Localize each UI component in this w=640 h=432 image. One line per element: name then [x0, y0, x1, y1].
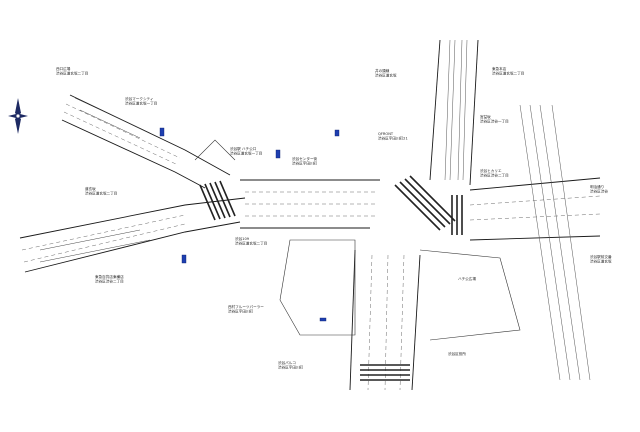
bus-stop-marker [319, 317, 327, 322]
map-label: 西村フルーツパーラー渋谷区宇田川町 [228, 304, 264, 313]
map-label: 井の頭線渋谷区道玄坂 [375, 68, 397, 77]
map-label: 渋谷区役所 [448, 351, 466, 356]
building-block [194, 139, 521, 341]
bus-stop-marker [181, 254, 187, 264]
map-label: 東急本店渋谷区道玄坂二丁目 [492, 66, 524, 75]
compass-rose-icon [8, 98, 28, 134]
map-label: 渋谷駅前交番渋谷区道玄坂 [590, 254, 612, 263]
bus-stop-marker [159, 127, 165, 137]
map-label: ハチ公広場 [458, 276, 476, 281]
map-label: 明治通り渋谷区渋谷 [590, 184, 608, 193]
road-center [240, 179, 380, 229]
road-north [429, 39, 479, 186]
railway-east [519, 104, 591, 381]
map-label: 渋谷駅 ハチ公口渋谷区道玄坂一丁目 [230, 146, 262, 155]
road-east [469, 177, 601, 241]
map-label: 東急百貨店東横店渋谷区渋谷二丁目 [95, 274, 124, 283]
crosswalk-scramble [394, 175, 456, 231]
map-label: 道玄坂渋谷区道玄坂二丁目 [85, 186, 117, 195]
map-label: 宮益坂渋谷区渋谷一丁目 [480, 114, 509, 123]
map-label: 渋谷ヒカリエ渋谷区渋谷二丁目 [480, 168, 509, 177]
crosswalk-west [199, 180, 236, 221]
map-label: 渋谷センター街渋谷区宇田川町 [292, 156, 318, 165]
crosswalk-east [451, 195, 463, 235]
map-label: 西口広場渋谷区道玄坂二丁目 [56, 66, 88, 75]
road-south [349, 249, 421, 391]
map-label: 渋谷マークシティ渋谷区道玄坂一丁目 [125, 96, 157, 105]
bus-stop-marker [334, 129, 340, 137]
label-group: 西口広場渋谷区道玄坂二丁目 渋谷マークシティ渋谷区道玄坂一丁目 道玄坂渋谷区道玄… [56, 66, 612, 369]
road-west [19, 197, 246, 273]
crosswalk-south [360, 364, 410, 381]
bus-stop-marker [275, 149, 281, 159]
map-label: 渋谷パルコ渋谷区宇田川町 [278, 360, 304, 369]
road-nw [61, 94, 231, 189]
